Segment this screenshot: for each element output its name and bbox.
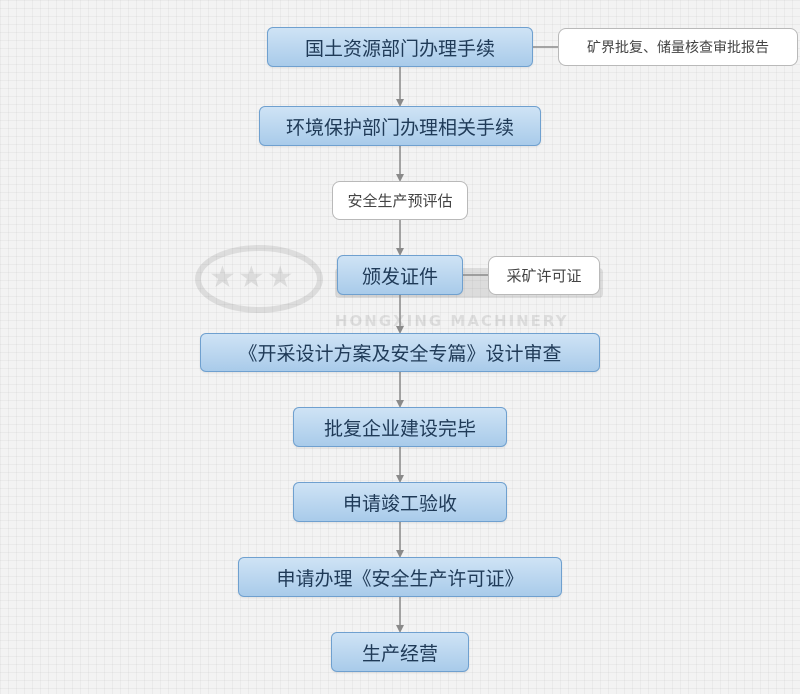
step-design-review[interactable]: 《开采设计方案及安全专篇》设计审查 xyxy=(200,333,600,372)
note-mining-boundary-approval[interactable]: 矿界批复、储量核查审批报告 xyxy=(558,28,798,66)
step-environmental-protection[interactable]: 环境保护部门办理相关手续 xyxy=(259,106,541,146)
step-issue-certificates[interactable]: 颁发证件 xyxy=(337,255,463,295)
step-land-resources[interactable]: 国土资源部门办理手续 xyxy=(267,27,533,67)
step-safety-pre-assessment[interactable]: 安全生产预评估 xyxy=(332,181,468,220)
step-completion-acceptance[interactable]: 申请竣工验收 xyxy=(293,482,507,522)
step-production-operation[interactable]: 生产经营 xyxy=(331,632,469,672)
step-construction-complete[interactable]: 批复企业建设完毕 xyxy=(293,407,507,447)
note-mining-license[interactable]: 采矿许可证 xyxy=(488,256,600,295)
step-safety-production-permit[interactable]: 申请办理《安全生产许可证》 xyxy=(238,557,562,597)
